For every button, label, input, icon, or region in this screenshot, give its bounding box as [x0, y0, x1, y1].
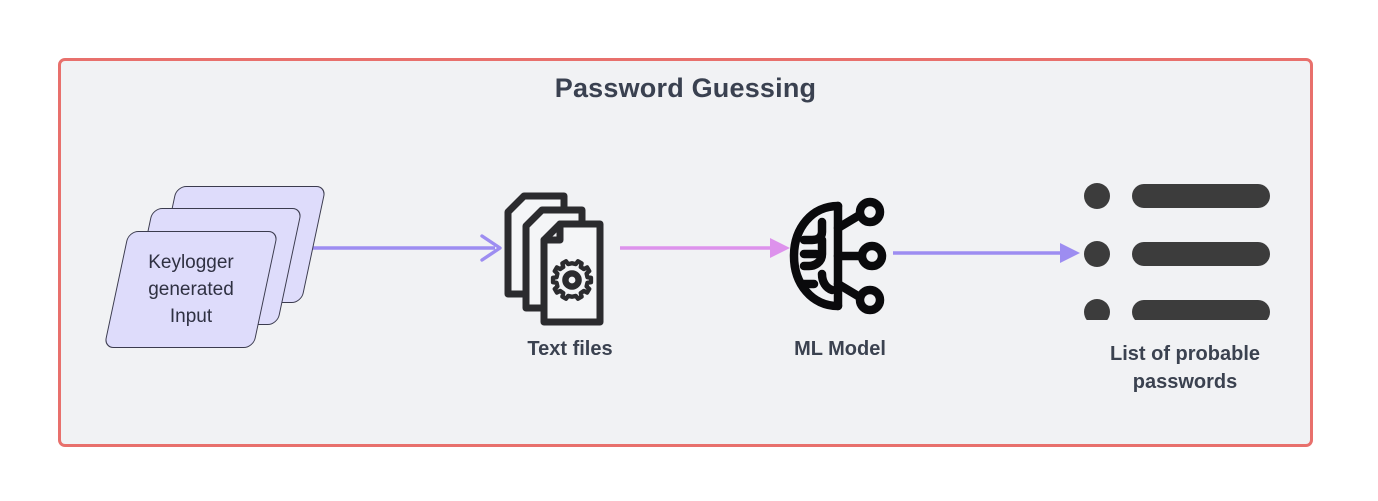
- list-bar: [1132, 242, 1270, 266]
- list-bullet: [1084, 299, 1110, 320]
- list-bullet: [1084, 183, 1110, 209]
- circuit-node-bottom: [855, 285, 885, 315]
- ml-model-label: ML Model: [794, 338, 886, 360]
- node-ml-model[interactable]: [782, 196, 894, 316]
- list-bullet: [1084, 241, 1110, 267]
- circuit-node-middle: [857, 241, 887, 271]
- text-files-label: Text files: [527, 338, 613, 360]
- circuit-node-top: [855, 197, 885, 227]
- gear-icon: [550, 259, 594, 301]
- keylogger-input-label: Keylogger generated Input: [148, 252, 234, 327]
- node-text-files[interactable]: [500, 190, 620, 330]
- documents-gear-icon: [504, 192, 604, 326]
- list-bar: [1132, 184, 1270, 208]
- node-probable-passwords[interactable]: [1080, 180, 1275, 320]
- list-bar: [1132, 300, 1270, 320]
- probable-passwords-label: List of probable passwords: [1110, 343, 1260, 393]
- node-keylogger-input[interactable]: Keylogger generated Input: [103, 186, 327, 351]
- bulleted-list-icon: [1084, 183, 1270, 320]
- brain-circuit-icon: [789, 197, 887, 315]
- page-title: Password Guessing: [554, 73, 817, 103]
